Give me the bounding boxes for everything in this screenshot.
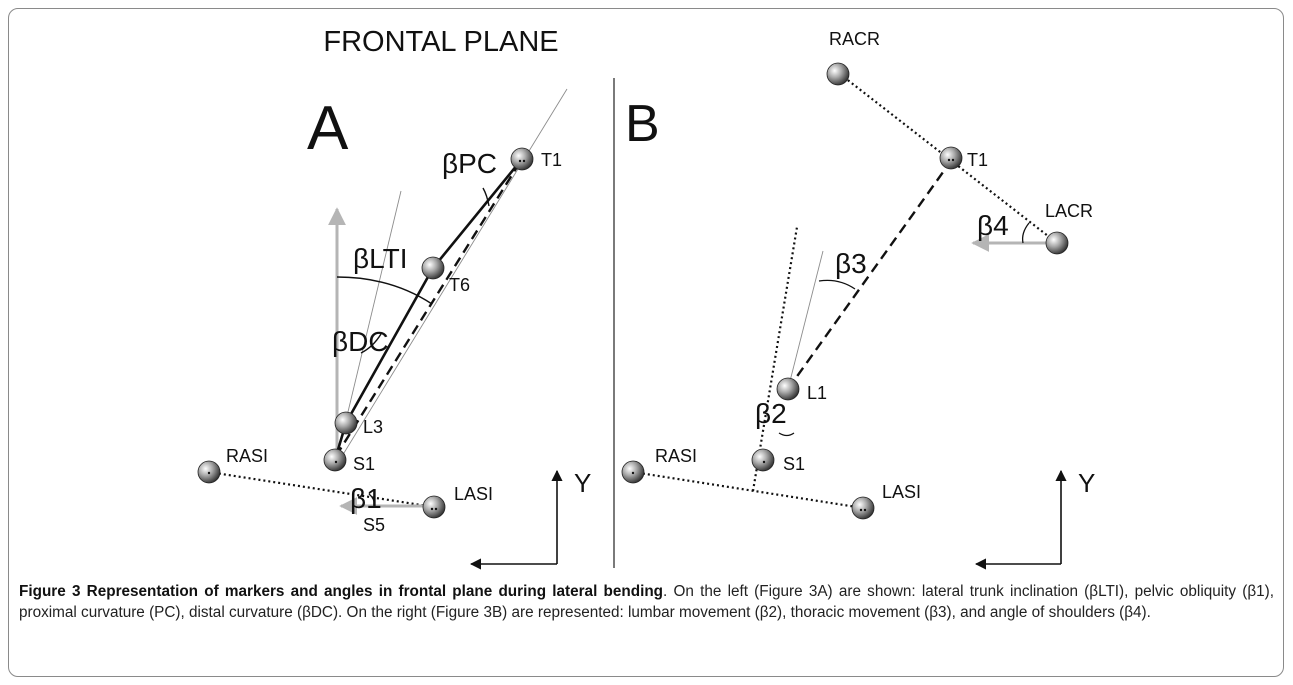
pc-angle-arc [482, 187, 490, 207]
panel-b-diagram: RACR T1 LACR L1 S1 RASI LASI β2 β3 β4 Y … [621, 29, 1095, 579]
label-rasi-b: RASI [655, 446, 697, 466]
panel-b-label: B [625, 95, 660, 153]
label-lasi-a: LASI [454, 484, 493, 504]
marker-racr [826, 62, 850, 86]
caption-title: Figure 3 Representation of markers and a… [19, 583, 664, 600]
label-beta-3: β3 [835, 248, 867, 279]
panel-a-diagram: T1 T6 L3 S1 RASI LASI S5 βPC βLTI βDC β1… [197, 88, 591, 579]
marker-t1-a [510, 147, 534, 171]
label-beta-1: β1 [350, 483, 382, 514]
b2-angle-arc [778, 432, 795, 437]
label-beta-2: β2 [755, 398, 787, 429]
label-t1-b: T1 [967, 150, 988, 170]
dc-angle-arc [360, 333, 382, 354]
marker-t6 [421, 256, 445, 280]
label-beta-dc: βDC [332, 326, 389, 357]
lti-angle-arc [336, 276, 433, 305]
marker-lacr [1045, 231, 1069, 255]
label-s1-a: S1 [353, 454, 375, 474]
figure-diagram: FRONTAL PLANE A B [197, 26, 1095, 579]
marker-t1-b [939, 146, 963, 170]
marker-lasi-b [851, 496, 875, 520]
b3-angle-arc [818, 279, 856, 290]
label-s1-b: S1 [783, 454, 805, 474]
label-beta-pc: βPC [442, 148, 497, 179]
marker-s1-b [751, 448, 775, 472]
marker-l1 [776, 377, 800, 401]
label-l3: L3 [363, 417, 383, 437]
label-t1-a: T1 [541, 150, 562, 170]
marker-lasi-a [422, 495, 446, 519]
plane-title: FRONTAL PLANE [323, 26, 558, 58]
figure-frame: FRONTAL PLANE A B [8, 8, 1284, 677]
label-beta-lti: βLTI [353, 243, 407, 274]
label-racr: RACR [829, 29, 880, 49]
b4-angle-arc [1021, 222, 1030, 244]
label-beta-4: β4 [977, 210, 1009, 241]
label-rasi-a: RASI [226, 446, 268, 466]
axis-y-label-a: Y [574, 468, 591, 498]
panel-a-label: A [307, 94, 349, 163]
label-s5: S5 [363, 515, 385, 535]
axis-x-label-a: X [477, 573, 494, 579]
marker-s1-a [323, 448, 347, 472]
label-l1: L1 [807, 383, 827, 403]
caption-text: . On the left (Figure 3A) are shown: lat… [19, 583, 1274, 621]
figure-caption: Figure 3 Representation of markers and a… [19, 581, 1274, 623]
axis-x-label-b: X [982, 573, 999, 579]
axis-y-label-b: Y [1078, 468, 1095, 498]
marker-l3 [334, 411, 358, 435]
label-lasi-b: LASI [882, 482, 921, 502]
b1-angle-arc [368, 493, 375, 506]
label-t6: T6 [449, 275, 470, 295]
label-lacr: LACR [1045, 201, 1093, 221]
